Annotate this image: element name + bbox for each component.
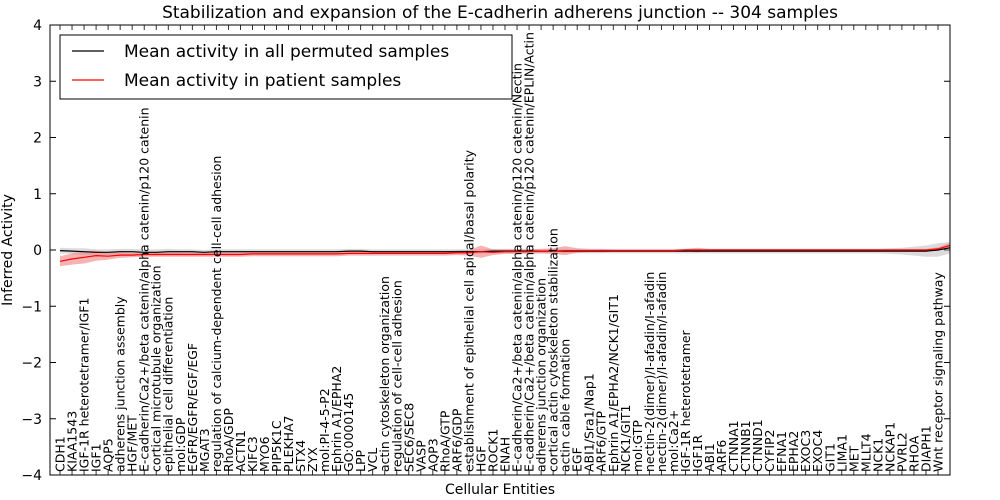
x-tick-label: PIP5K1C <box>269 420 284 472</box>
legend-box <box>59 34 513 100</box>
x-tick-label: actin cytoskeleton organization <box>377 276 392 472</box>
x-tick-label: adherens junction assembly <box>113 296 128 472</box>
x-tick-label: nectin-2(dimer)/I-afadin/I-afadin <box>654 272 669 472</box>
chart-title: Stabilization and expansion of the E-cad… <box>162 3 838 23</box>
x-tick-label: Ephrin A1/EPHA2/NCK1/GIT1 <box>606 294 621 472</box>
y-tick-label: −1 <box>21 299 42 315</box>
y-axis-label: Inferred Activity <box>0 194 16 306</box>
x-tick-label: ZYX <box>305 447 320 472</box>
x-tick-label: GIT1 <box>822 443 837 472</box>
y-tick-label: 2 <box>33 131 42 147</box>
x-tick-label: ARF6 <box>714 440 729 472</box>
x-tick-label: EGF <box>570 447 585 472</box>
x-tick-label: IGF-1R heterotetramer/IGF1 <box>77 298 92 472</box>
x-tick-label: mol:PI-4-5-P2 <box>317 388 332 472</box>
x-tick-label: LPP <box>353 449 368 472</box>
x-tick-label: ACTN1 <box>233 430 248 472</box>
y-tick-label: −3 <box>21 412 42 428</box>
x-tick-label: MET <box>846 445 861 472</box>
legend-label-permuted: Mean activity in all permuted samples <box>124 42 449 62</box>
x-tick-label: Ephrin A1/EPHA2 <box>329 366 344 472</box>
x-tick-label: ARF6/GTP <box>594 411 609 472</box>
x-tick-label: IGF1 <box>89 443 104 472</box>
x-tick-label: EFNA1 <box>774 431 789 472</box>
x-tick-label: AQP5 <box>101 438 116 472</box>
x-tick-label: establishment of epithelial cell apical/… <box>461 149 476 472</box>
x-tick-label: SEC6/SEC8 <box>401 403 416 472</box>
x-tick-label: regulation of calcium-dependent cell-cel… <box>209 156 224 472</box>
x-tick-label: HGF <box>474 446 489 472</box>
x-tick-label: VASP <box>413 440 428 472</box>
x-tick-label: ABI1 <box>702 443 717 472</box>
legend: Mean activity in all permuted samples Me… <box>59 34 513 100</box>
x-tick-label: adherens junction organization <box>534 278 549 472</box>
x-tick-label: IGF1R <box>690 434 705 472</box>
series-line-1 <box>59 244 951 262</box>
x-tick-label: VCL <box>365 448 380 472</box>
x-tick-label: STX4 <box>293 440 308 472</box>
x-tick-label: E-cadherin/Ca2+/beta catenin/alpha caten… <box>522 32 537 472</box>
x-tick-label: cortical actin cytoskeleton stabilizatio… <box>546 228 561 472</box>
x-tick-label: NCK1/GIT1 <box>618 405 633 472</box>
x-tick-label: regulation of cell-cell adhesion <box>389 280 404 472</box>
x-tick-label: MYO6 <box>257 436 272 472</box>
x-tick-label: RHOA <box>906 435 921 472</box>
x-tick-label: KIAA1543 <box>65 411 80 472</box>
x-tick-label: LIMA1 <box>834 434 849 472</box>
y-tick-label: 1 <box>33 187 42 203</box>
plot-frame <box>49 24 951 476</box>
x-tick-label: actin cable formation <box>558 339 573 472</box>
x-tick-label: NCK1 <box>870 438 885 472</box>
x-tick-label: CTNNB1 <box>738 420 753 472</box>
x-tick-label: PVRL2 <box>894 432 909 472</box>
x-tick-label: RhoA/GDP <box>221 408 236 472</box>
x-tick-label: ROCK1 <box>486 429 501 472</box>
x-tick-label: mol:GDP <box>173 417 188 472</box>
y-tick-label: 3 <box>33 74 42 90</box>
x-tick-label: KIFC3 <box>245 436 260 472</box>
x-axis-label: Cellular Entities <box>445 482 555 498</box>
x-tick-label: epithelial cell differentiation <box>161 297 176 472</box>
x-tick-label: mol:GTP <box>630 420 645 472</box>
x-tick-label: CTNNA1 <box>726 420 741 472</box>
x-tick-label: IGF-1R heterotetramer <box>678 329 693 472</box>
x-tick-label: RhoA/GTP <box>437 410 452 472</box>
x-tick-label: EXOC4 <box>810 430 825 472</box>
x-tick-label: CDH1 <box>53 436 68 472</box>
y-tick-label: −2 <box>21 356 42 372</box>
x-tick-label: EXOC3 <box>798 430 813 472</box>
x-tick-label: NCKAP1 <box>882 422 897 472</box>
x-tick-label: ARF6/GDP <box>449 408 464 472</box>
x-tick-label: EGFR/EGFR/EGF/EGF <box>185 343 200 472</box>
x-tick-label: CTNND1 <box>750 419 765 472</box>
y-tick-label: 0 <box>33 243 42 259</box>
x-tick-label: EPHA2 <box>786 431 801 472</box>
x-tick-label: mol:Ca2+ <box>666 410 681 472</box>
x-tick-label: GO:0000145 <box>341 393 356 472</box>
x-tick-label: MGAT3 <box>197 428 212 472</box>
legend-label-patient: Mean activity in patient samples <box>124 71 401 91</box>
x-tick-label: cortical microtubule organization <box>149 265 164 472</box>
x-tick-label: nectin-2(dimer)/I-afadin/I-afadin <box>642 272 657 472</box>
y-axis-ticks: −4 −3 −2 −1 0 1 2 3 4 <box>21 18 950 484</box>
y-tick-label: −4 <box>21 468 42 484</box>
x-tick-label: CYFIP2 <box>762 429 777 472</box>
x-tick-label: AQP3 <box>425 438 440 472</box>
y-tick-label: 4 <box>33 18 42 34</box>
x-tick-label: MLLT4 <box>858 433 873 472</box>
x-tick-label: ABI1/Sra1/Nap1 <box>582 373 597 472</box>
x-tick-label: E-cadherin/Ca2+/beta catenin/alpha caten… <box>137 107 152 472</box>
x-tick-label: PLEKHA7 <box>281 415 296 472</box>
x-tick-label: HGF/MET <box>125 415 140 472</box>
x-tick-label: ENAH <box>498 437 513 472</box>
x-tick-label: Wnt receptor signaling pathway <box>931 272 946 472</box>
plot-area <box>59 242 951 267</box>
x-tick-label: DIAPH1 <box>919 425 934 472</box>
x-tick-label: E-cadherin/Ca2+/beta catenin/alpha caten… <box>510 63 525 472</box>
